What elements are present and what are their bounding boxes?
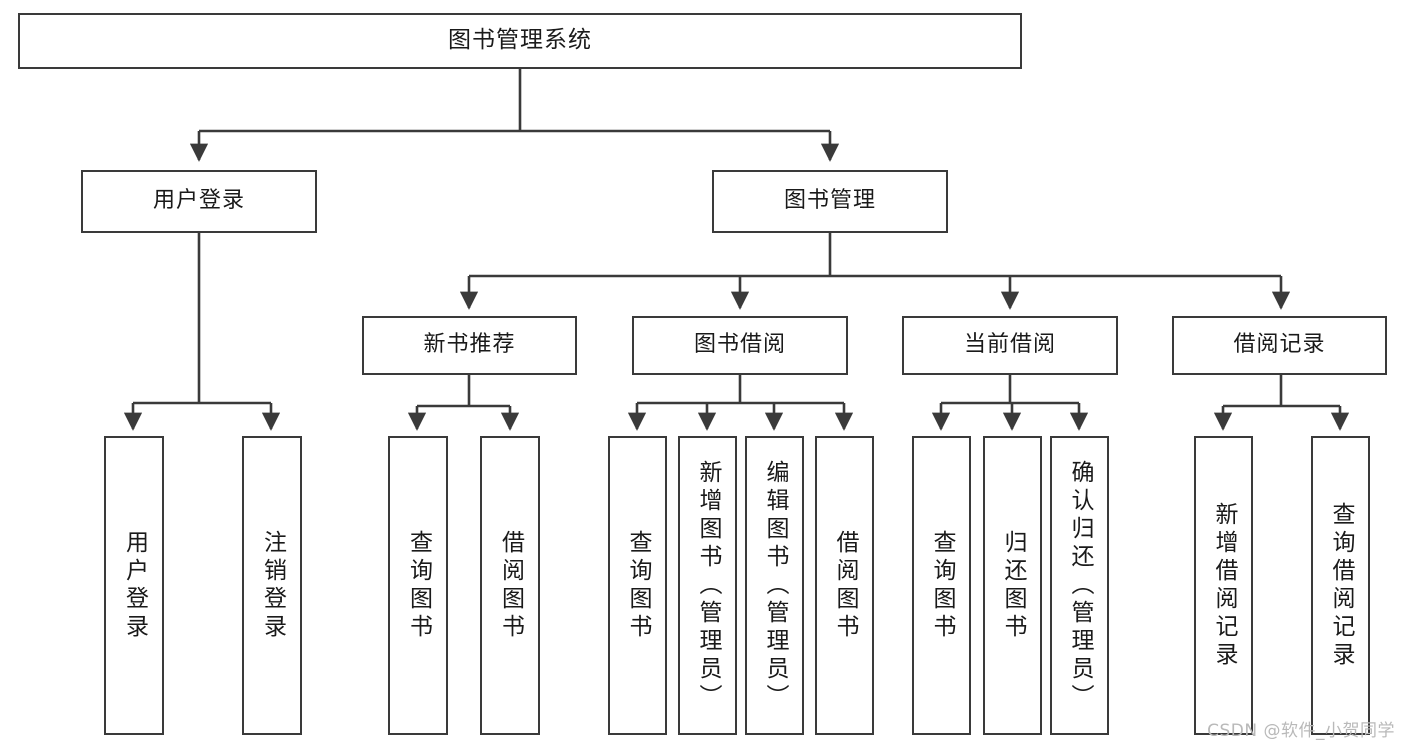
leaf-borrow-book-2-label: 借阅图书 [832,529,858,642]
leaf-user-login-label: 用户登录 [121,529,148,642]
node-current-borrow-label: 当前借阅 [963,332,1056,358]
node-new-book-recommend-label: 新书推荐 [423,332,516,358]
node-book-manage[interactable]: 图书管理 [712,170,948,233]
leaf-add-book[interactable]: 新增图书（管理员） [678,436,737,735]
leaf-logout[interactable]: 注销登录 [242,436,302,735]
leaf-confirm-return-label: 确认归还（管理员） [1067,459,1093,712]
leaf-add-record-label: 新增借阅记录 [1211,501,1237,670]
leaf-borrow-book-1-label: 借阅图书 [497,529,524,642]
leaf-query-record[interactable]: 查询借阅记录 [1311,436,1370,735]
leaf-confirm-return[interactable]: 确认归还（管理员） [1050,436,1109,735]
leaf-logout-label: 注销登录 [259,529,286,642]
node-book-manage-label: 图书管理 [783,188,876,214]
node-user-login-label: 用户登录 [152,188,245,214]
node-borrow-record[interactable]: 借阅记录 [1172,316,1387,375]
node-root-label: 图书管理系统 [448,27,592,54]
leaf-edit-book[interactable]: 编辑图书（管理员） [745,436,804,735]
leaf-user-login[interactable]: 用户登录 [104,436,164,735]
leaf-query-book-2-label: 查询图书 [625,529,651,642]
node-current-borrow[interactable]: 当前借阅 [902,316,1118,375]
leaf-borrow-book-2[interactable]: 借阅图书 [815,436,874,735]
node-borrow-record-label: 借阅记录 [1233,332,1326,358]
leaf-query-book-2[interactable]: 查询图书 [608,436,667,735]
leaf-add-book-label: 新增图书（管理员） [695,459,721,712]
leaf-return-book[interactable]: 归还图书 [983,436,1042,735]
leaf-query-book-3[interactable]: 查询图书 [912,436,971,735]
leaf-edit-book-label: 编辑图书（管理员） [762,459,788,712]
leaf-borrow-book-1[interactable]: 借阅图书 [480,436,540,735]
leaf-add-record[interactable]: 新增借阅记录 [1194,436,1253,735]
node-new-book-recommend[interactable]: 新书推荐 [362,316,577,375]
leaf-query-book-3-label: 查询图书 [929,529,955,642]
leaf-query-book-1[interactable]: 查询图书 [388,436,448,735]
leaf-return-book-label: 归还图书 [1000,529,1026,642]
node-book-borrow-label: 图书借阅 [693,332,786,358]
leaf-query-record-label: 查询借阅记录 [1328,501,1354,670]
node-root[interactable]: 图书管理系统 [18,13,1022,69]
leaf-query-book-1-label: 查询图书 [405,529,432,642]
node-user-login[interactable]: 用户登录 [81,170,317,233]
node-book-borrow[interactable]: 图书借阅 [632,316,848,375]
